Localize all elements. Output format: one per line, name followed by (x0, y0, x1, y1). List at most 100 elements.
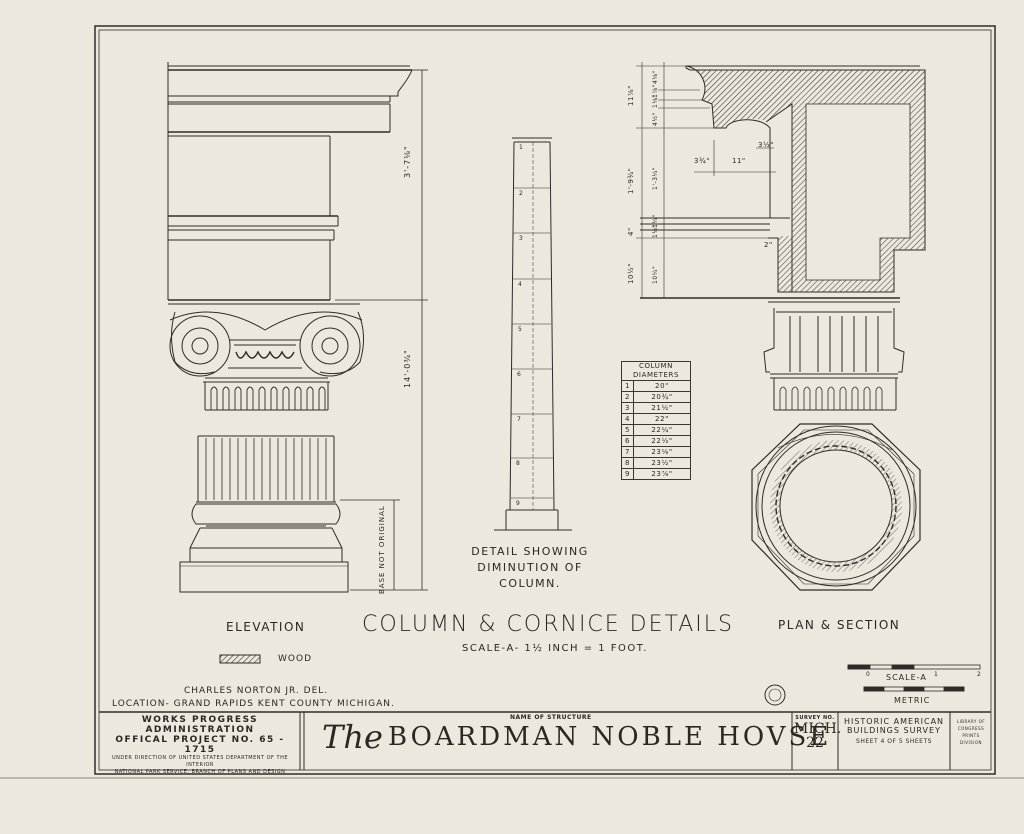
plan-capital (763, 301, 905, 411)
elevation-label: ELEVATION (226, 620, 306, 634)
structure-name: BOARDMAN NOBLE HOVSE (388, 722, 832, 752)
capital-flutes (210, 386, 326, 410)
detail-line-1: DETAIL SHOWING (471, 545, 589, 558)
shaft-mark-4: 4 (518, 281, 523, 288)
table-cell: 6 (621, 435, 634, 447)
scale-tick-0: 0 (866, 671, 871, 678)
cornice-dim-inner-4: 4½" (652, 112, 659, 126)
shaft-mark-5: 5 (518, 326, 523, 333)
elevation-entablature (167, 62, 413, 301)
table-cell: 5 (621, 424, 634, 436)
cornice-dim-interior-3: 3½" (758, 141, 774, 149)
table-cell: 20" (633, 380, 691, 392)
cornice-dim-inner-5: 1'-3¼" (652, 166, 659, 190)
cornice-dim-inner-3: 1⅛" (652, 94, 659, 108)
agency-line-1: WORKS PROGRESS ADMINISTRATION (141, 715, 259, 735)
loc-line-2: PRINTS DIVISION (959, 733, 983, 745)
cornice-dim-outer-3: 4" (627, 227, 635, 236)
plan-label: PLAN & SECTION (778, 618, 901, 632)
base-note: BASE NOT ORIGINAL (378, 505, 386, 594)
shaft-mark-6: 6 (517, 371, 522, 378)
scale-bars (847, 664, 981, 692)
elevation-capital (168, 303, 364, 411)
table-cell: 20¾" (633, 391, 691, 403)
table-cell: 23⅞" (633, 468, 691, 480)
elevation-dimensions (335, 69, 428, 591)
inner-border (98, 29, 992, 771)
detail-line-2: DIMINUTION OF (477, 561, 583, 574)
loc-line-1: LIBRARY OF CONGRESS (956, 719, 986, 731)
survey-state: MICH. (794, 721, 842, 737)
shaft-mark-7: 7 (517, 416, 522, 423)
scale-tick-2: 2 (977, 671, 982, 678)
table-cell: 23⅛" (633, 446, 691, 458)
cornice-dim-outer-4: 10½" (627, 263, 635, 284)
metric-label: METRIC (894, 696, 931, 705)
outer-border (94, 25, 996, 775)
cornice-dim-outer-2: 1'-9¾" (627, 167, 635, 194)
table-cell: 23½" (633, 457, 691, 469)
dim-upper: 3'-7⅛" (403, 145, 412, 178)
detail-label: DETAIL SHOWING DIMINUTION OF COLUMN. (470, 544, 590, 592)
diminution-column (494, 137, 572, 531)
detail-line-3: COLUMN. (499, 577, 561, 590)
habs-line-1: HISTORIC AMERICAN (843, 717, 945, 726)
table-header-1: COLUMN (639, 362, 673, 370)
cornice-dim-interior-2: 11" (732, 157, 746, 165)
agency-line-4: NATIONAL PARK SERVICE, BRANCH OF PLANS A… (114, 769, 286, 775)
structure-the: The (322, 718, 383, 756)
table-cell: 22¼" (633, 424, 691, 436)
cornice-dim-interior-1: 3¾" (694, 157, 710, 165)
scale-note: SCALE-A- 1½ INCH = 1 FOOT. (462, 643, 648, 654)
location-credit: LOCATION- GRAND RAPIDS KENT COUNTY MICHI… (112, 699, 395, 709)
table-cell: 2 (621, 391, 634, 403)
cornice-dimensions (636, 62, 776, 298)
shaft-mark-9: 9 (516, 500, 521, 507)
table-cell: 22½" (633, 435, 691, 447)
shaft-mark-1: 1 (519, 144, 524, 151)
dim-lower: 14'-0¾" (403, 349, 412, 388)
cornice-dim-inner-8: 10¼" (652, 265, 659, 284)
sheet-line: SHEET 4 OF 5 SHEETS (856, 738, 932, 745)
survey-number: 22 (806, 735, 824, 751)
seal-stamp (764, 684, 786, 706)
table-cell: 8 (621, 457, 634, 469)
table-cell: 7 (621, 446, 634, 458)
loc-block: LIBRARY OF CONGRESS PRINTS DIVISION (952, 718, 990, 746)
table-cell: 21½" (633, 402, 691, 414)
name-caption: NAME OF STRUCTURE (510, 714, 592, 721)
delineator-credit: CHARLES NORTON JR. DEL. (184, 686, 329, 696)
table-cell: 3 (621, 402, 634, 414)
shaft-mark-3: 3 (519, 235, 524, 242)
agency-block: WORKS PROGRESS ADMINISTRATION OFFICAL PR… (102, 715, 298, 776)
cornice-dim-inner-7: 1½" (652, 224, 659, 238)
table-cell: 1 (621, 380, 634, 392)
main-title: COLUMN & CORNICE DETAILS (362, 612, 735, 637)
shaft-mark-8: 8 (516, 460, 521, 467)
table-header-2: DIAMETERS (632, 371, 680, 379)
table-cell: 9 (621, 468, 634, 480)
habs-line-2: BUILDINGS SURVEY (847, 726, 941, 735)
scale-tick-1: 1 (934, 671, 939, 678)
wood-legend: WOOD (278, 654, 312, 664)
agency-line-3: UNDER DIRECTION OF UNITED STATES DEPARTM… (111, 755, 288, 768)
table-header-row: COLUMN DIAMETERS (621, 361, 691, 381)
table-cell: 22" (633, 413, 691, 425)
shaft-mark-2: 2 (519, 190, 524, 197)
wood-swatch (219, 654, 261, 664)
survey-caption: SURVEY NO. (795, 715, 835, 721)
cornice-dim-outer-1: 11⅞" (627, 85, 635, 106)
plan-capital-flutes (779, 386, 883, 410)
survey-block: SURVEY NO. MICH. 22 (794, 715, 842, 751)
cornice-dim-interior-4: 2" (764, 241, 773, 249)
